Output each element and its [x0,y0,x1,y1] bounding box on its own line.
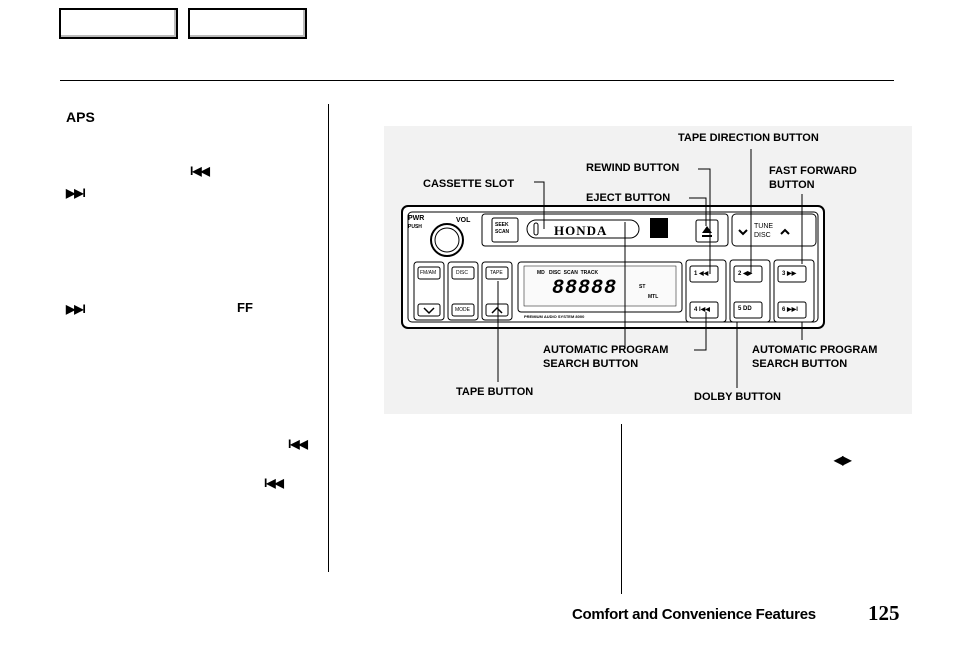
display-digits: 88888 [552,277,618,300]
disc-button[interactable]: DISC [456,270,468,276]
skip-forward-icon: ▶▶I [66,302,86,316]
scan-label: SCAN [495,229,510,235]
label-aps-left: AUTOMATIC PROGRAM SEARCH BUTTON [543,343,668,371]
column-divider [328,104,329,572]
pwr-label: PWR [408,215,425,222]
radio-figure: PWR PUSH VOL SEEK SCAN HONDA TUNE DISC F… [384,126,912,414]
preset-2-button[interactable]: 2 ◀▶ [738,271,753,277]
label-aps-right-line1: AUTOMATIC PROGRAM [752,344,878,356]
tune-label: TUNE [754,223,774,230]
seek-label: SEEK [495,222,509,228]
label-tape-direction: TAPE DIRECTION BUTTON [678,132,819,144]
label-aps-right: AUTOMATIC PROGRAM SEARCH BUTTON [752,343,877,371]
skip-back-icon: I◀◀ [190,164,210,178]
model-label: PREMIUM AUDIO SYSTEM 8000 [524,314,585,319]
nav-tab-1[interactable] [59,8,178,39]
tune-disc-button[interactable]: TUNE DISC [754,222,773,240]
nav-tab-2[interactable] [188,8,307,39]
brand-logo: HONDA [554,223,608,238]
label-aps-right-line2: SEARCH BUTTON [752,358,848,370]
seek-scan-button[interactable]: SEEK SCAN [495,222,509,236]
disc-label: DISC [754,232,771,239]
preset-1-button[interactable]: 1 ◀◀ [694,271,709,277]
radio-diagram [401,149,825,388]
label-cassette-slot: CASSETTE SLOT [423,178,515,190]
push-label: PUSH [408,224,422,230]
label-fast-forward-line1: FAST FORWARD [769,165,857,177]
display-indicators: MD DISC SCAN TRACK [537,270,599,276]
label-aps-left-line1: AUTOMATIC PROGRAM [543,344,669,356]
label-fast-forward: FAST FORWARD BUTTON [769,164,857,192]
vol-label: VOL [456,217,471,224]
preset-4-button[interactable]: 4 I◀◀ [694,307,710,313]
st-indicator: ST [639,284,646,290]
mode-button[interactable]: MODE [455,307,470,313]
mtl-indicator: MTL [648,294,659,300]
label-rewind: REWIND BUTTON [586,162,680,174]
preset-6-button[interactable]: 6 ▶▶I [782,307,798,313]
label-eject: EJECT BUTTON [586,192,671,204]
page-number: 125 [868,601,900,625]
label-fast-forward-line2: BUTTON [769,179,815,191]
fm-am-button[interactable]: FM/AM [420,270,437,276]
label-tape-button: TAPE BUTTON [456,386,534,398]
skip-forward-icon: ▶▶I [66,186,86,200]
skip-back-icon: I◀◀ [288,437,308,451]
preset-3-button[interactable]: 3 ▶▶ [782,271,797,277]
column-divider-right [621,424,622,594]
label-dolby-button: DOLBY BUTTON [694,391,781,403]
preset-5-button[interactable]: 5 DD [738,306,752,312]
direction-icon: ◀▶ [834,453,851,467]
label-aps-left-line2: SEARCH BUTTON [543,358,639,370]
aps-heading: APS [66,109,95,125]
footer-section-title: Comfort and Convenience Features [572,606,816,623]
skip-back-icon: I◀◀ [264,476,284,490]
header-rule [60,80,894,81]
tape-button[interactable]: TAPE [490,270,503,276]
ff-label: FF [237,300,253,315]
